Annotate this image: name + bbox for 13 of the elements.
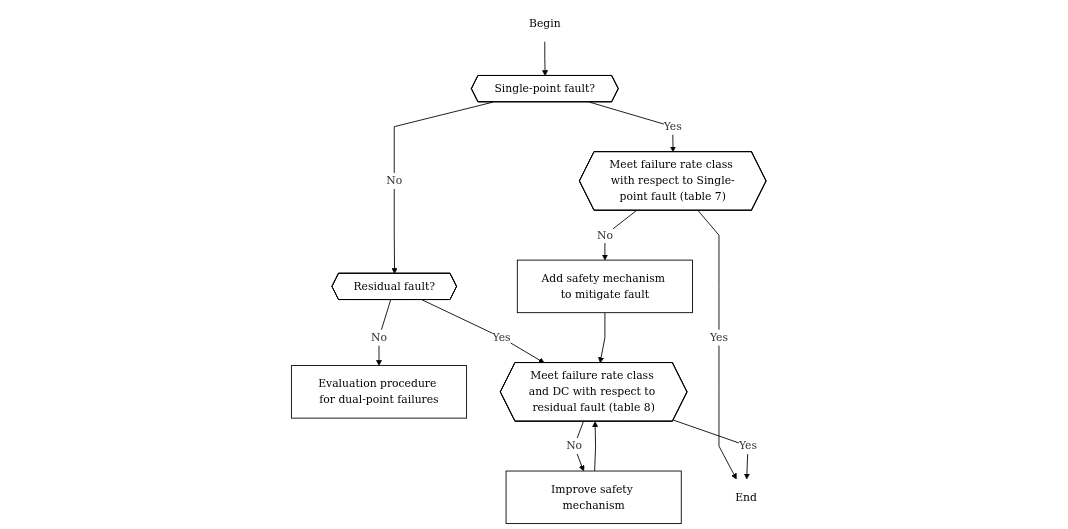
- edge-label: No: [565, 439, 582, 453]
- edge-label: No: [596, 228, 613, 242]
- edge-label: Yes: [663, 119, 682, 133]
- node-box: Add safety mechanism to mitigate fault: [516, 259, 693, 314]
- node-box: Improve safety mechanism: [505, 470, 682, 525]
- edge-label: Yes: [709, 330, 728, 344]
- edge-label: Yes: [738, 439, 757, 453]
- edge-label: No: [370, 330, 387, 344]
- edge-label: No: [386, 174, 402, 187]
- node-text: End: [734, 490, 757, 504]
- edge-label: Yes: [492, 330, 511, 344]
- node-box: Evaluation procedure for dual-point failures: [290, 365, 467, 419]
- node-text: Begin: [528, 16, 561, 30]
